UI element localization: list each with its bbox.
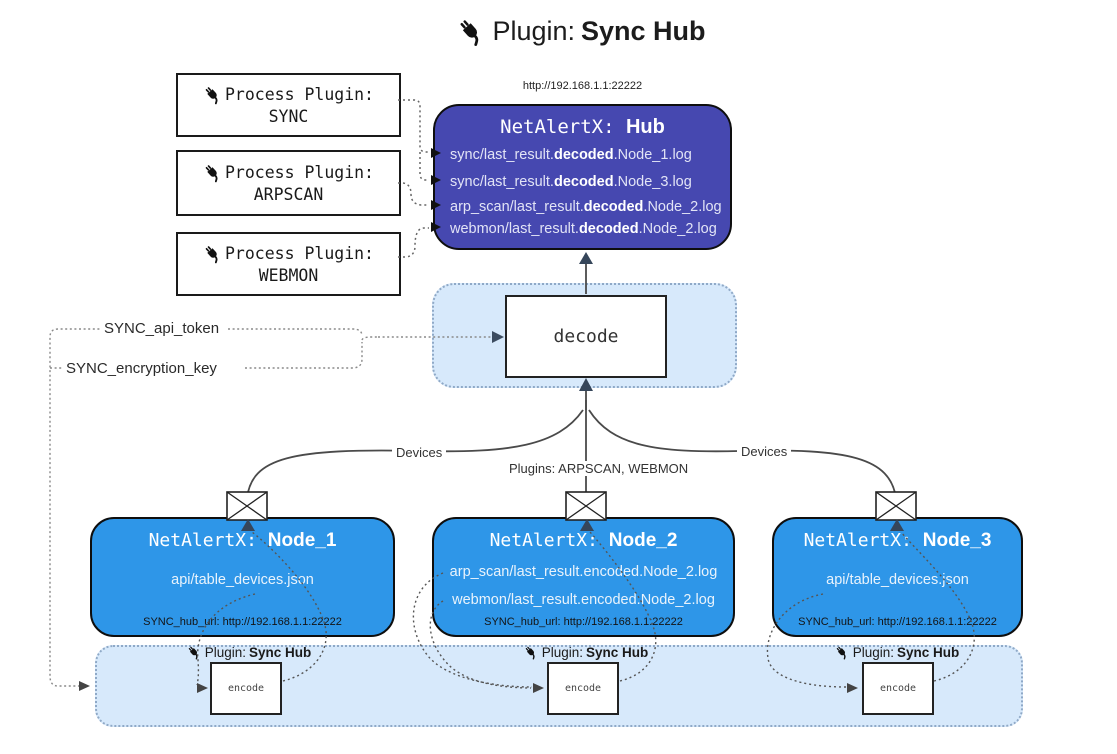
page-title-prefix: Plugin: <box>492 16 576 46</box>
edge-webmon-to-hub <box>398 227 429 258</box>
hub-url: http://192.168.1.1:22222 <box>522 80 643 92</box>
process-plugin-sync-box: Process Plugin: SYNC <box>176 73 401 137</box>
process-plugin-label: Process Plugin: <box>224 163 374 182</box>
sync-api-token-label: SYNC_api_token <box>101 320 223 337</box>
hub-log-line: webmon/last_result.decoded.Node_2.log <box>450 221 717 237</box>
edge-label-plugins-center: Plugins: ARPSCAN, WEBMON <box>505 461 693 476</box>
encode-label: encode <box>879 683 917 694</box>
hub-log-line: sync/last_result.decoded.Node_1.log <box>450 147 692 163</box>
node3-title: NetAlertX: Node_3 <box>803 530 992 551</box>
process-plugin-name: SYNC <box>268 106 309 126</box>
encode-box-node1: encode <box>210 662 282 715</box>
plug-icon <box>456 17 486 47</box>
node2-file: webmon/last_result.encoded.Node_2.log <box>452 592 715 608</box>
plug-icon <box>835 645 850 660</box>
encode-label: encode <box>564 683 602 694</box>
node2-hub-url: SYNC_hub_url: http://192.168.1.1:22222 <box>484 616 683 628</box>
plug-icon <box>203 244 223 264</box>
process-plugin-label: Process Plugin: <box>224 244 374 263</box>
node3-box: NetAlertX: Node_3 api/table_devices.json… <box>772 517 1023 637</box>
band-plugin-label: Plugin: Sync Hub <box>835 645 959 660</box>
edge-token-merge <box>361 336 378 341</box>
plug-icon <box>524 645 539 660</box>
node3-hub-url: SYNC_hub_url: http://192.168.1.1:22222 <box>798 616 997 628</box>
process-plugin-arpscan-box: Process Plugin: ARPSCAN <box>176 150 401 216</box>
hub-title: NetAlertX: Hub <box>435 116 730 139</box>
envelope-icon <box>565 491 607 521</box>
page-title: Plugin: Sync Hub <box>456 16 706 47</box>
plug-icon <box>203 163 223 183</box>
hub-title-bold: Hub <box>625 116 665 138</box>
hub-log-line: sync/last_result.decoded.Node_3.log <box>450 174 692 190</box>
edge-enckey-right <box>245 342 363 369</box>
node2-title: NetAlertX: Node_2 <box>489 530 678 551</box>
edge-token-bracket-left <box>49 328 104 687</box>
node2-file: arp_scan/last_result.encoded.Node_2.log <box>449 564 718 580</box>
plug-icon <box>203 85 223 105</box>
encode-box-node2: encode <box>547 662 619 715</box>
node1-hub-url: SYNC_hub_url: http://192.168.1.1:22222 <box>143 616 342 628</box>
hub-log-line: arp_scan/last_result.decoded.Node_2.log <box>450 199 722 215</box>
decode-box: decode <box>505 295 667 378</box>
node1-file: api/table_devices.json <box>171 572 314 588</box>
edge-apitoken-right <box>228 328 363 337</box>
edge-arpscan-to-hub <box>398 182 429 206</box>
sync-encryption-key-label: SYNC_encryption_key <box>63 360 220 377</box>
hub-box: NetAlertX: Hub sync/last_result.decoded.… <box>433 104 732 250</box>
edge-sync-to-hub-line2 <box>419 152 429 181</box>
edge-label-devices-right: Devices <box>737 444 792 459</box>
process-plugin-name: ARPSCAN <box>253 184 324 204</box>
plug-icon <box>187 645 202 660</box>
band-plugin-label: Plugin: Sync Hub <box>187 645 311 660</box>
envelope-icon <box>875 491 917 521</box>
page-title-bold: Sync Hub <box>581 16 706 46</box>
node2-box: NetAlertX: Node_2 arp_scan/last_result.e… <box>432 517 735 637</box>
edge-label-devices-left: Devices <box>392 445 447 460</box>
node3-file: api/table_devices.json <box>826 572 969 588</box>
encode-label: encode <box>227 683 265 694</box>
edge-sync-to-hub-line1 <box>398 99 429 153</box>
band-input-arrowhead <box>79 681 90 691</box>
hub-title-prefix: NetAlertX: <box>500 116 626 138</box>
decode-label: decode <box>553 326 619 347</box>
process-plugin-webmon-box: Process Plugin: WEBMON <box>176 232 401 296</box>
process-plugin-name: WEBMON <box>258 265 319 285</box>
hub-bottom-arrowhead <box>579 252 593 264</box>
process-plugin-label: Process Plugin: <box>224 85 374 104</box>
band-plugin-label: Plugin: Sync Hub <box>524 645 648 660</box>
encode-box-node3: encode <box>862 662 934 715</box>
envelope-icon <box>226 491 268 521</box>
node1-title: NetAlertX: Node_1 <box>148 530 337 551</box>
node1-box: NetAlertX: Node_1 api/table_devices.json… <box>90 517 395 637</box>
